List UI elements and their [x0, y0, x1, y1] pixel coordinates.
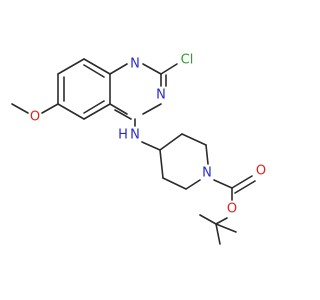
- bond: [159, 149, 164, 179]
- bonds: [11, 58, 256, 245]
- atom-label-n-piperidine: N: [202, 166, 212, 181]
- bond: [162, 177, 187, 190]
- bond: [213, 179, 233, 189]
- bond: [160, 63, 178, 75]
- bond: [215, 223, 237, 233]
- bond: [234, 180, 256, 194]
- atom-label-cl: Cl: [181, 53, 194, 68]
- bond: [231, 175, 253, 189]
- bond: [11, 103, 29, 114]
- atom-label-o-ester: O: [227, 202, 237, 217]
- atom-label-o-carbonyl: O: [256, 164, 266, 179]
- bond: [205, 144, 209, 165]
- bond: [83, 100, 105, 114]
- bond: [215, 223, 221, 245]
- bond: [181, 133, 207, 146]
- bond: [185, 179, 201, 190]
- bond: [57, 103, 85, 120]
- atom-label-n3: N: [156, 88, 166, 103]
- atom-label-n1: N: [130, 57, 140, 72]
- bond: [159, 133, 183, 151]
- atom-label-h: H: [118, 128, 128, 143]
- bond: [83, 103, 111, 120]
- bond: [199, 214, 217, 225]
- molecule-structure: N N Cl O N H N O O: [11, 53, 266, 245]
- bond: [142, 103, 162, 115]
- bond: [57, 58, 85, 75]
- bond: [141, 141, 161, 151]
- atom-label-nh: N: [130, 128, 140, 143]
- bond: [109, 103, 128, 115]
- bond: [114, 109, 132, 120]
- bond: [215, 217, 228, 225]
- bond: [109, 63, 128, 75]
- bond: [142, 63, 162, 75]
- bond: [83, 58, 111, 75]
- bond: [41, 103, 59, 114]
- bond: [83, 64, 105, 78]
- atom-labels: N N Cl O N H N O O: [30, 53, 266, 217]
- atom-label-o-methoxy: O: [30, 110, 40, 125]
